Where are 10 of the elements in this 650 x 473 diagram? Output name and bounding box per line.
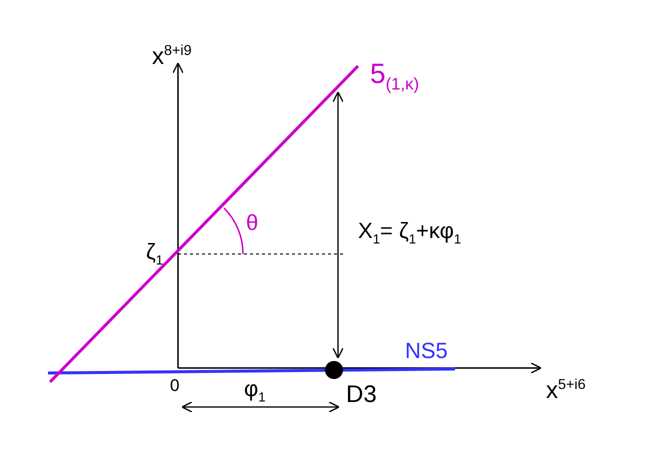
brane-label: 5$_{(1,κ)}$ [370, 60, 420, 94]
axis-label: x$^{8+i9}$ [152, 44, 192, 69]
axis-label: x$^{5+i6}$ [546, 378, 586, 403]
brane-label: NS5 [405, 340, 448, 362]
angle-label: θ [246, 212, 258, 234]
point-label: D3 [346, 383, 377, 407]
origin-label: 0 [170, 377, 180, 394]
distance-label: φ$_{1}$ [244, 378, 266, 404]
distance-formula: X$_{1}$= ζ$_{1}$+κφ$_{1}$ [358, 220, 462, 246]
intercept-label: ζ$_{1}$ [146, 241, 164, 267]
